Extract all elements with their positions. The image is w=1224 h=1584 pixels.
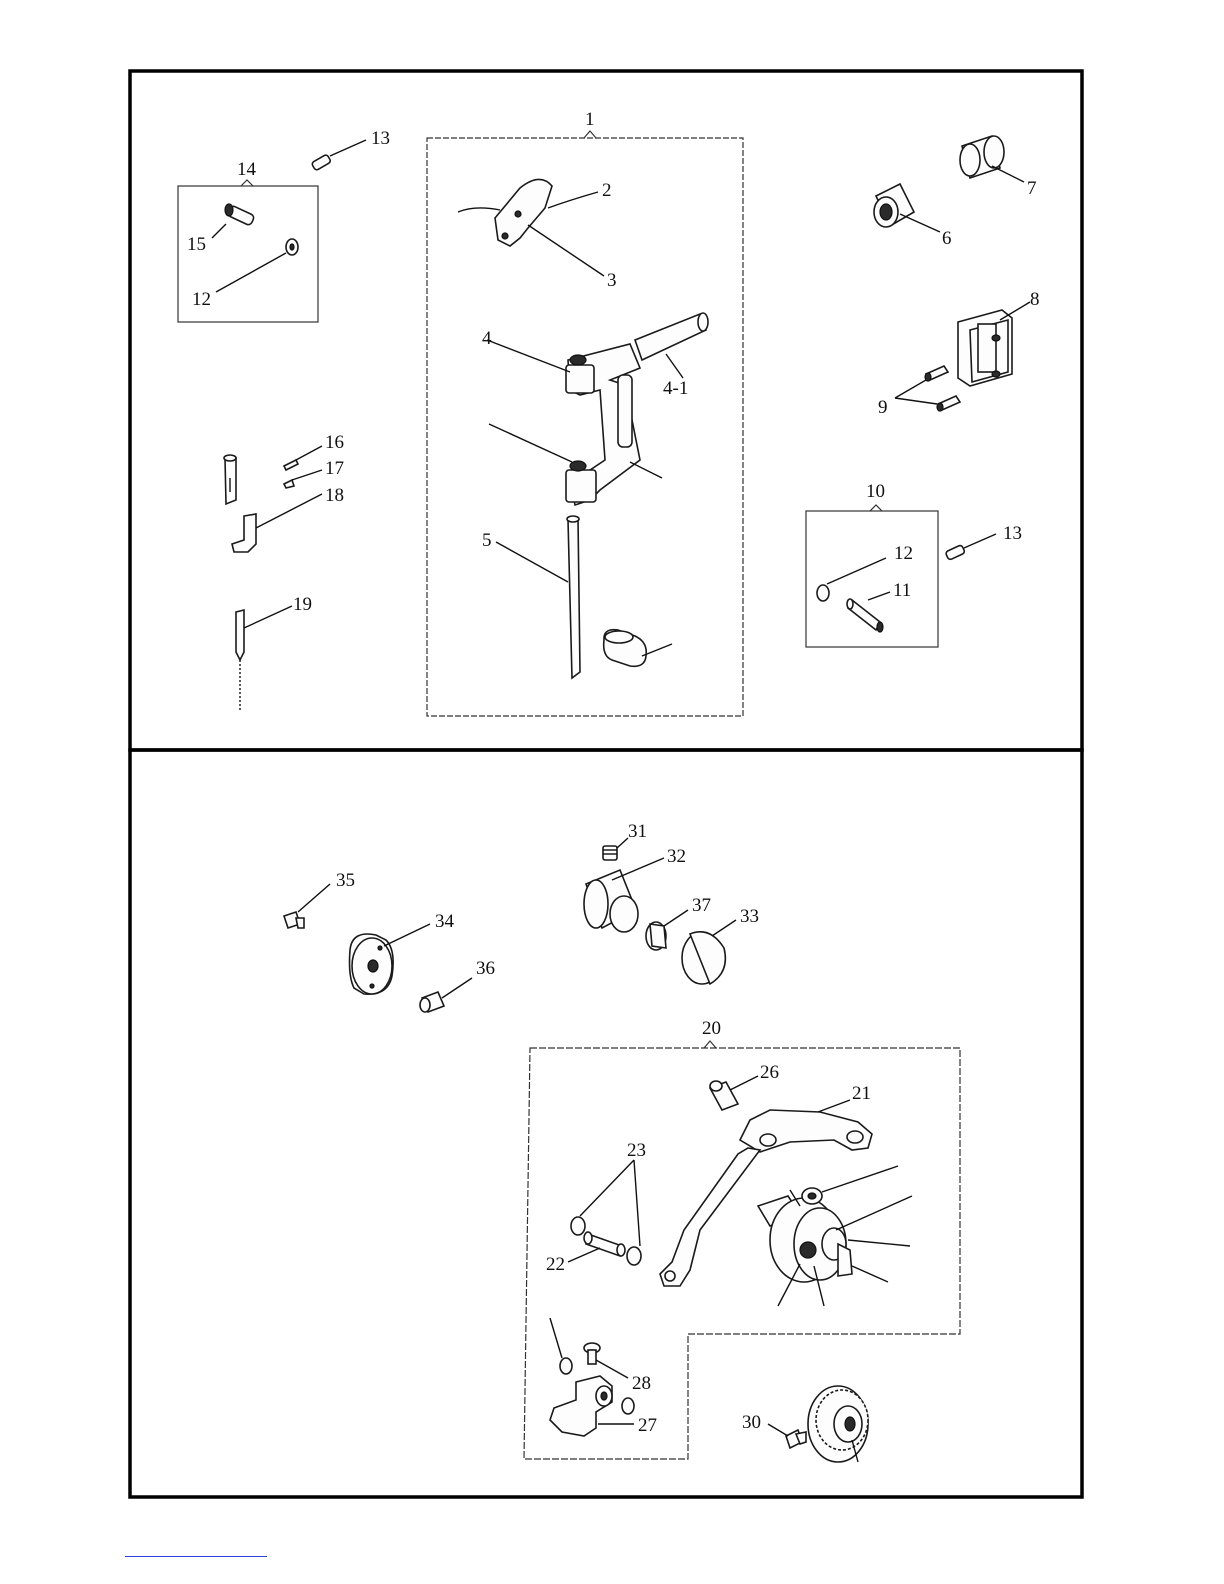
footer-link-underline[interactable] (125, 1556, 267, 1557)
cover-33 (682, 920, 736, 984)
group-box-1 (427, 131, 743, 716)
tube-part (224, 455, 236, 504)
label-22: 22 (546, 1254, 565, 1275)
label-18: 18 (325, 485, 344, 506)
label-35: 35 (336, 870, 355, 891)
label-11: 11 (893, 580, 911, 601)
label-4: 4 (482, 328, 492, 349)
label-10: 10 (866, 481, 885, 502)
block-8 (958, 302, 1030, 386)
bushing-6 (874, 184, 940, 232)
label-37: 37 (692, 895, 711, 916)
label-17: 17 (325, 458, 344, 479)
pin-11 (847, 592, 890, 632)
screw-16 (284, 446, 322, 470)
label-28: 28 (632, 1373, 651, 1394)
pin-13-upper (311, 140, 366, 171)
label-16: 16 (325, 432, 344, 453)
label-13-upper: 13 (371, 128, 390, 149)
label-15: 15 (187, 234, 206, 255)
arm-4 (487, 313, 708, 505)
pin-15 (212, 204, 255, 238)
screw-17 (284, 470, 322, 488)
shaft-22 (568, 1232, 625, 1262)
label-31: 31 (628, 821, 647, 842)
label-19: 19 (293, 594, 312, 615)
label-3: 3 (607, 270, 617, 291)
screw-31 (603, 838, 628, 860)
label-34: 34 (435, 911, 455, 932)
label-32: 32 (667, 846, 686, 867)
screw-30 (768, 1424, 806, 1448)
washer-12-right (817, 558, 886, 601)
label-8: 8 (1030, 289, 1040, 310)
bracket-18 (232, 494, 322, 552)
label-2: 2 (602, 180, 612, 201)
nut-left (550, 1318, 572, 1374)
label-9: 9 (878, 397, 888, 418)
screw-28 (584, 1343, 628, 1378)
pin-36 (420, 978, 472, 1012)
label-12-right: 12 (894, 543, 913, 564)
label-12-left: 12 (192, 289, 211, 310)
label-21: 21 (852, 1083, 871, 1104)
pin-13-right (945, 534, 996, 560)
crank-27 (550, 1376, 634, 1436)
label-23: 23 (627, 1140, 646, 1161)
label-4-1: 4-1 (663, 378, 688, 399)
rod-5 (496, 516, 672, 678)
screw-9 (895, 366, 960, 411)
washer-12-left (216, 239, 298, 292)
bracket-2 (458, 179, 604, 276)
bushing-32 (584, 858, 664, 932)
cam-assembly (758, 1166, 912, 1306)
bushing-7 (960, 136, 1024, 182)
label-36: 36 (476, 958, 495, 979)
label-27: 27 (638, 1415, 657, 1436)
plate-34 (350, 924, 431, 994)
label-14: 14 (237, 159, 257, 180)
label-20: 20 (702, 1018, 721, 1039)
gear (808, 1386, 868, 1462)
label-1: 1 (585, 109, 595, 130)
label-33: 33 (740, 906, 759, 927)
pin-26 (710, 1076, 758, 1110)
label-6: 6 (942, 228, 952, 249)
needle-19 (236, 606, 292, 712)
label-13-right: 13 (1003, 523, 1022, 544)
label-5: 5 (482, 530, 492, 551)
label-7: 7 (1027, 178, 1037, 199)
cap-37 (646, 910, 688, 950)
label-30: 30 (742, 1412, 761, 1433)
screw-35 (284, 884, 330, 928)
label-26: 26 (760, 1062, 779, 1083)
